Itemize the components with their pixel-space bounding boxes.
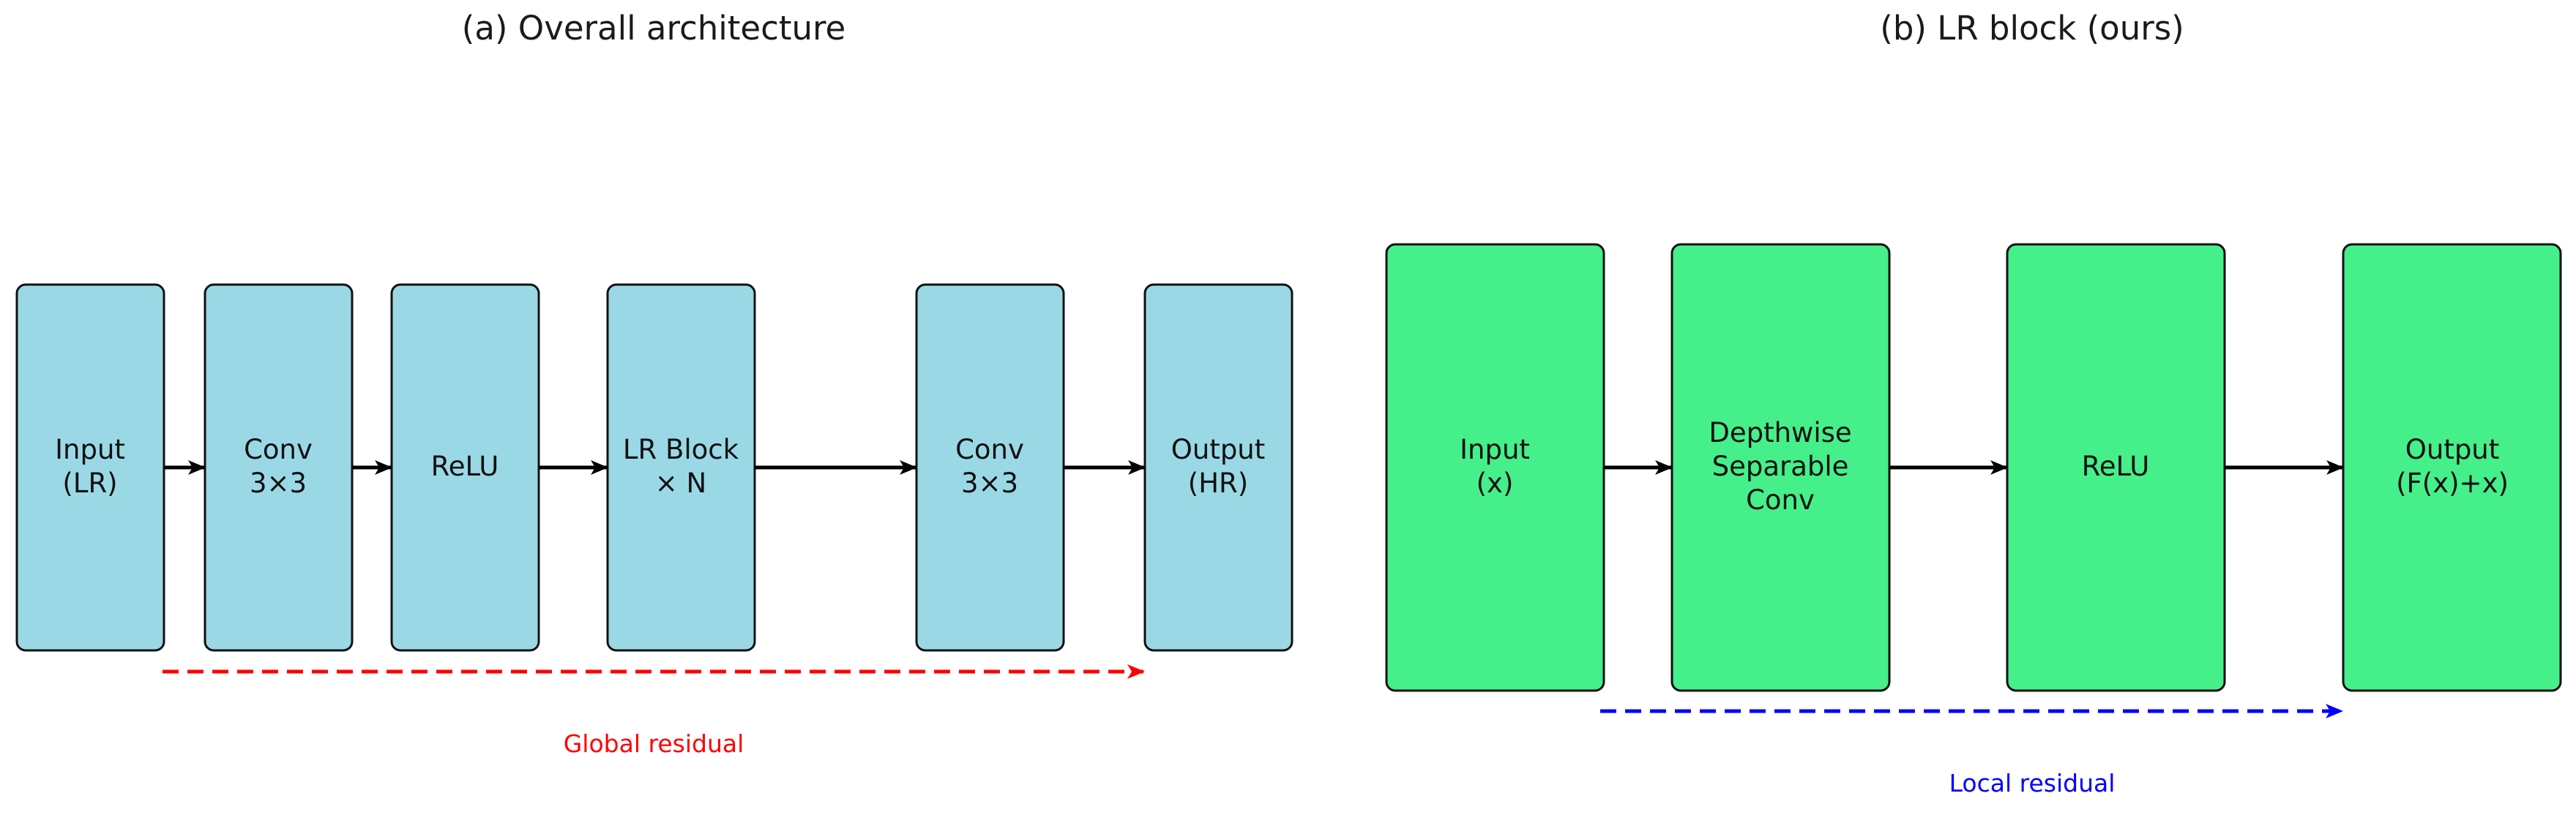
a-input-label-1: Input <box>55 434 125 465</box>
a-conv1-label-2: 3×3 <box>250 467 307 499</box>
b-relu-label: ReLU <box>2082 451 2150 482</box>
a-output-label-2: (HR) <box>1188 467 1248 499</box>
b-dwconv-label-2: Separable <box>1712 451 1849 482</box>
local-residual-label: Local residual <box>1949 769 2116 797</box>
b-dwconv-label-3: Conv <box>1746 484 1815 516</box>
a-conv2-label-2: 3×3 <box>961 467 1018 499</box>
panel-b-title: (b) LR block (ours) <box>1880 9 2184 48</box>
a-output-block: Output (HR) <box>1143 283 1293 652</box>
a-lr-block-label-1: LR Block <box>623 434 739 465</box>
b-output-block: Output (F(x)+x) <box>2342 243 2562 692</box>
a-conv2-block: Conv 3×3 <box>915 283 1065 652</box>
a-input-label-2: (LR) <box>62 467 117 499</box>
a-lr-block-label-2: × N <box>655 467 706 499</box>
a-conv1-label-1: Conv <box>244 434 313 465</box>
b-dwconv-block: Depthwise Separable Conv <box>1670 243 1891 692</box>
a-input-block: Input (LR) <box>15 283 165 652</box>
a-relu-label: ReLU <box>431 451 499 482</box>
a-output-label-1: Output <box>1171 434 1266 465</box>
a-conv2-label-1: Conv <box>955 434 1024 465</box>
b-input-label-1: Input <box>1460 434 1530 465</box>
a-lr-block: LR Block × N <box>606 283 756 652</box>
b-output-label-2: (F(x)+x) <box>2396 467 2509 499</box>
b-input-block: Input (x) <box>1385 243 1605 692</box>
panel-a-title: (a) Overall architecture <box>462 9 845 48</box>
b-input-label-2: (x) <box>1476 467 1514 499</box>
b-output-label-1: Output <box>2405 434 2500 465</box>
a-conv1-block: Conv 3×3 <box>204 283 354 652</box>
b-relu-block: ReLU <box>2006 243 2226 692</box>
a-relu-block: ReLU <box>390 283 540 652</box>
global-residual-label: Global residual <box>564 729 744 758</box>
b-dwconv-label-1: Depthwise <box>1709 417 1851 448</box>
